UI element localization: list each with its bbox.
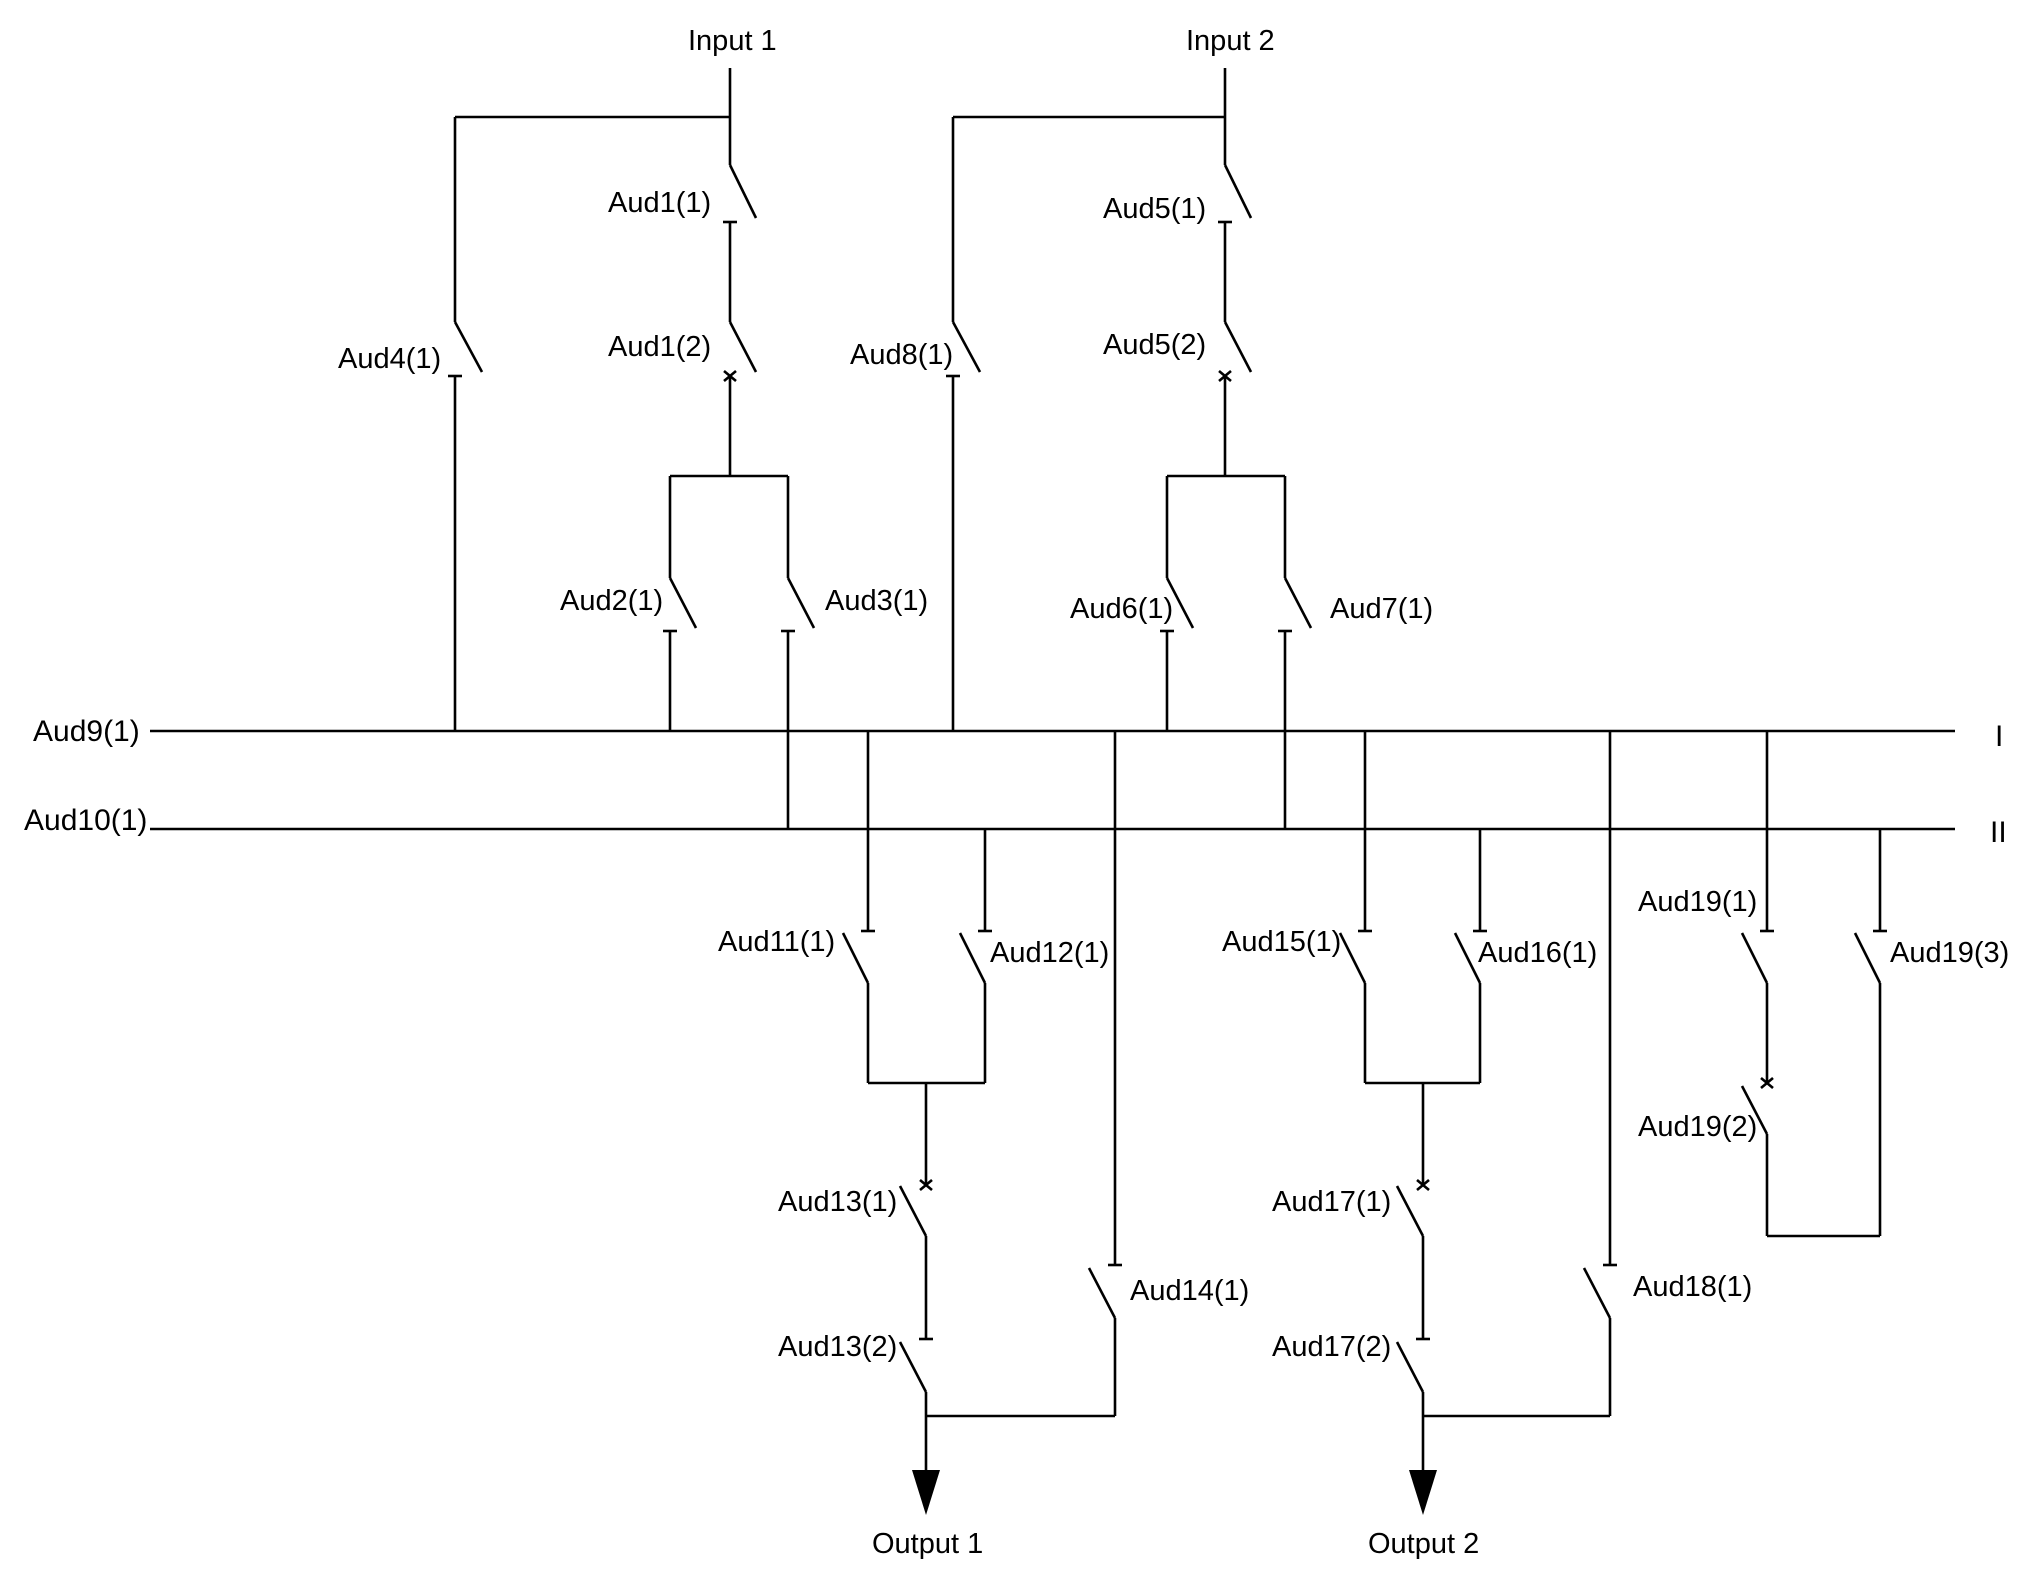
aud19-3-label: Aud19(3) (1890, 937, 2009, 969)
aud3-1-label: Aud3(1) (825, 585, 928, 617)
switch-aud18-1[interactable] (1423, 731, 1617, 1418)
switch-aud13-1[interactable] (898, 1179, 933, 1339)
busbar-i-name: Aud9(1) (33, 715, 140, 748)
aud1-1-label: Aud1(1) (608, 187, 711, 219)
aud1-2-label: Aud1(2) (608, 331, 711, 363)
input-1-feeder (453, 68, 732, 322)
switch-aud17-2[interactable] (1395, 1337, 1430, 1480)
switch-aud13-2[interactable] (898, 1337, 933, 1480)
switch-aud14-1[interactable] (926, 731, 1122, 1418)
aud15-aud16-junction (1363, 983, 1482, 1185)
aud17-1-label: Aud17(1) (1272, 1186, 1391, 1218)
switch-aud19-1[interactable] (1740, 731, 1774, 984)
aud13-2-label: Aud13(2) (778, 1331, 897, 1363)
switch-aud1-1[interactable] (723, 164, 758, 322)
aud12-1-label: Aud12(1) (990, 937, 1109, 969)
busbar-ii-name: Aud10(1) (24, 804, 147, 837)
aud11-1-label: Aud11(1) (718, 926, 835, 958)
output-1-arrow (912, 1470, 940, 1515)
aud17-2-label: Aud17(2) (1272, 1331, 1391, 1363)
switch-aud8-1[interactable] (946, 321, 982, 731)
output-2-arrow (1409, 1470, 1437, 1515)
aud6-aud7-junction (1165, 474, 1287, 578)
switch-aud6-1[interactable] (1160, 577, 1195, 731)
switch-aud5-2[interactable] (1218, 321, 1253, 476)
switch-aud16-1[interactable] (1453, 829, 1487, 984)
aud8-1-label: Aud8(1) (850, 339, 953, 371)
switch-aud3-1[interactable] (781, 577, 816, 829)
output-1-label: Output 1 (872, 1528, 983, 1560)
input-2-feeder (951, 68, 1227, 322)
aud2-aud3-junction (668, 474, 790, 578)
switch-aud7-1[interactable] (1278, 577, 1313, 829)
aud2-1-label: Aud2(1) (560, 585, 663, 617)
switch-aud19-3[interactable] (1853, 829, 1887, 1236)
aud5-1-label: Aud5(1) (1103, 193, 1206, 225)
switch-aud1-2[interactable] (723, 321, 758, 476)
switch-aud11-1[interactable] (841, 731, 875, 984)
busbar-i-id: I (1995, 720, 2003, 753)
aud13-1-label: Aud13(1) (778, 1186, 897, 1218)
input-2-label: Input 2 (1186, 25, 1275, 57)
switch-aud4-1[interactable] (448, 321, 484, 731)
aud7-1-label: Aud7(1) (1330, 593, 1433, 625)
aud4-1-label: Aud4(1) (338, 343, 441, 375)
aud16-1-label: Aud16(1) (1478, 937, 1597, 969)
aud15-1-label: Aud15(1) (1222, 926, 1341, 958)
aud5-2-label: Aud5(2) (1103, 329, 1206, 361)
switch-aud12-1[interactable] (958, 829, 992, 984)
aud19-2-label: Aud19(2) (1638, 1111, 1757, 1143)
aud14-1-label: Aud14(1) (1130, 1275, 1249, 1307)
aud6-1-label: Aud6(1) (1070, 593, 1173, 625)
switch-aud19-2[interactable] (1740, 983, 1774, 1236)
switch-aud17-1[interactable] (1395, 1179, 1430, 1339)
output-2-label: Output 2 (1368, 1528, 1479, 1560)
switch-aud2-1[interactable] (663, 577, 698, 731)
aud11-aud12-junction (866, 983, 987, 1185)
switch-aud15-1[interactable] (1338, 731, 1372, 984)
input-1-label: Input 1 (688, 25, 777, 57)
busbar-ii-id: II (1990, 816, 2007, 849)
aud18-1-label: Aud18(1) (1633, 1271, 1752, 1303)
aud19-1-label: Aud19(1) (1638, 886, 1757, 918)
switch-aud5-1[interactable] (1218, 164, 1253, 322)
